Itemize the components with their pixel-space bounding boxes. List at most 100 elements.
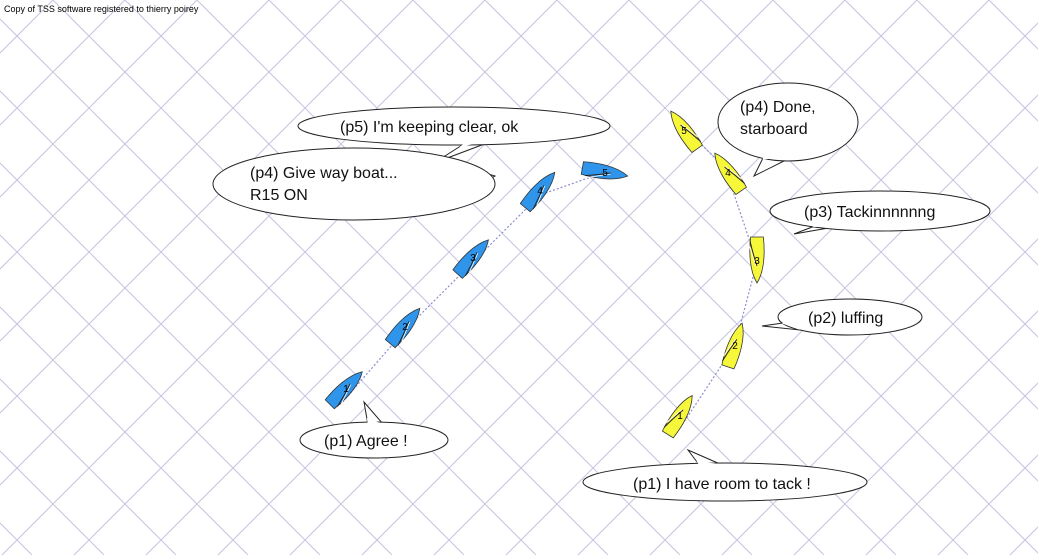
boat-sail [663,409,684,428]
bubble-text-line: (p1) I have room to tack ! [633,476,811,493]
boat-hull [519,171,556,213]
boat-hull [324,371,363,410]
grid-line [0,90,465,555]
grid-line [0,162,393,555]
grid-line [0,0,414,414]
grid-line [505,22,1038,555]
grid-line [721,238,1038,555]
boat-hull [749,236,765,284]
grid-line [916,0,1038,122]
boat-hull [384,307,421,349]
software-credit: Copy of TSS software registered to thier… [4,4,199,14]
boat-sail [749,240,758,267]
grid-line [0,0,342,342]
grid-line [0,378,177,555]
bubble-text-line: (p5) I'm keeping clear, ok [340,119,519,136]
boat-sail-edge [720,338,737,360]
bubble-tail-join [468,168,477,190]
boat-position-number: 1 [343,384,349,395]
boat-position-number: 3 [470,253,476,264]
grid-line [1,0,558,555]
grid-line [52,0,609,555]
boat-sail-edge [534,185,545,210]
blue-boat-position-5: 5 [580,161,629,180]
grid-line [0,522,33,555]
grid-line [196,0,753,555]
bubble-body [717,82,859,162]
grid-line [0,18,537,555]
boat-sail [397,321,410,346]
boat-position-number: 3 [754,256,760,267]
bubble-body [297,106,611,146]
boat-position-number: 5 [602,168,608,179]
grid-line [0,0,486,486]
bubble-p1-blue: (p1) Agree ! [299,400,449,459]
bubble-p4-yellow: (p4) Done,starboard [717,82,859,178]
yellow-boat-position-3: 3 [747,236,765,284]
boat-sail-edge [399,321,410,346]
boat-sail [532,185,545,210]
grid-line [793,310,1038,555]
bubble-p5-blue: (p5) I'm keeping clear, ok [297,106,611,164]
bubble-text-line: (p4) Give way boat... [250,165,398,182]
grid-line [937,454,1038,555]
bubble-body [769,190,991,232]
bubble-body [777,298,923,336]
grid-line [0,234,321,555]
grid-line [577,94,1038,555]
boat-hull [452,239,489,279]
bubble-p1-yellow: (p1) I have room to tack ! [582,448,868,502]
boat-sail [585,172,611,177]
bubble-text-line: (p1) Agree ! [324,433,408,450]
boat-sail-edge [747,241,757,267]
boat-hull [714,152,747,196]
bubble-tail-join [696,461,720,466]
grid-line [1009,526,1038,555]
bubble-p2-yellow: (p2) luffing [761,298,923,336]
grid-line [0,0,126,126]
grid-line [268,0,825,555]
boat-position-number: 2 [732,341,738,352]
grid-line [988,0,1038,50]
boat-sail [724,166,745,184]
blue-boat-position-3: 3 [452,239,489,279]
grid-line [556,0,1038,482]
blue-boat-track [339,171,606,406]
blue-boat-position-1: 1 [324,371,363,410]
grid-line [0,306,249,555]
grid-line [145,0,702,555]
grid-line [0,0,54,54]
grid-line [628,0,1038,410]
bubble-text-line: (p2) luffing [808,310,883,327]
yellow-boat-position-4: 4 [714,152,747,196]
boat-sail [680,124,701,142]
speech-bubbles-layer: (p5) I'm keeping clear, ok (p4) Give way … [212,82,991,502]
bubble-tail-join [812,224,840,227]
bubble-body [212,147,496,221]
boat-position-number: 2 [402,322,408,333]
boat-sail-edge [585,173,611,179]
boat-sail-edge [467,253,479,277]
boat-position-number: 5 [681,126,687,137]
boat-sail-edge [681,124,702,140]
grid-line [73,0,630,555]
boat-sail-edge [662,409,683,426]
grid-line [484,0,1038,554]
grid-line [0,0,198,198]
grid-line [772,0,1038,266]
bubble-tail-join [781,322,800,330]
bubble-p4-blue: (p4) Give way boat...R15 ON [212,147,497,221]
bubble-body [582,462,868,502]
boat-hull [661,394,693,439]
grid-line [433,0,990,555]
bubble-text-line: (p3) Tackinnnnnng [804,204,935,221]
boat-sail-edge [339,384,352,408]
bubble-tail-join [762,152,790,160]
yellow-boat-position-5: 5 [670,110,703,154]
yellow-boat-position-1: 1 [661,394,693,439]
grid-line [124,0,681,555]
bubble-text-line: starboard [740,121,808,138]
grid-line [340,0,897,555]
